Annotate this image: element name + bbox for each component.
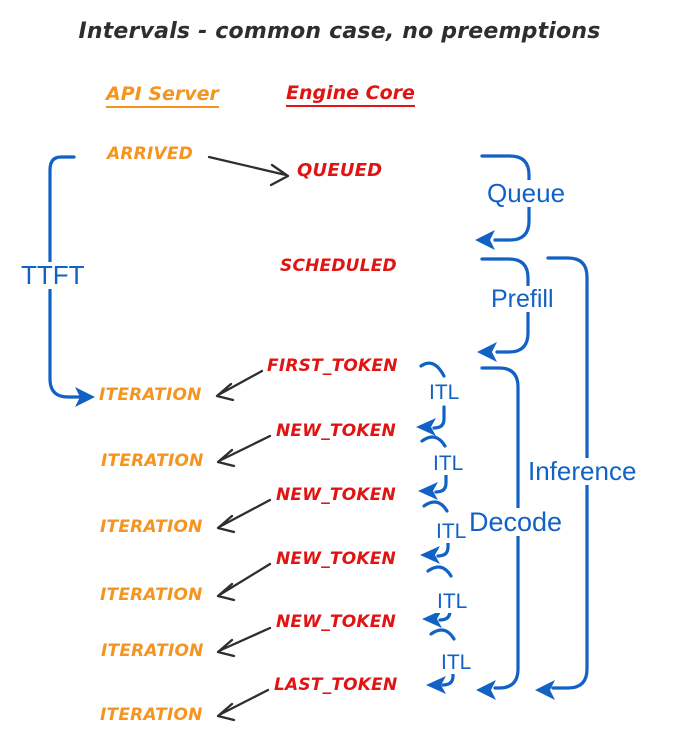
arrow-new-token-2-to-iteration <box>216 498 272 534</box>
itl-1-arrowhead-icon <box>416 418 436 436</box>
event-new-token-1: NEW_TOKEN <box>276 421 396 441</box>
itl-5-arrowhead-icon <box>426 676 446 694</box>
itl-2-arrowhead-icon <box>418 482 438 500</box>
column-header-api-server: API Server <box>106 84 219 108</box>
column-header-engine-core: Engine Core <box>286 83 415 107</box>
event-scheduled: SCHEDULED <box>280 256 397 276</box>
event-new-token-3: NEW_TOKEN <box>276 549 396 569</box>
event-new-token-4: NEW_TOKEN <box>276 612 396 632</box>
interval-label-prefill: Prefill <box>488 286 557 312</box>
event-iteration-5: ITERATION <box>101 641 204 661</box>
prefill-arrowhead-icon <box>477 342 497 362</box>
event-iteration-6: ITERATION <box>100 705 203 725</box>
event-first-token: FIRST_TOKEN <box>267 356 398 376</box>
event-iteration-1: ITERATION <box>99 385 202 405</box>
event-last-token: LAST_TOKEN <box>274 675 398 695</box>
arrow-new-token-3-to-iteration <box>216 562 272 602</box>
itl-2-hook-line <box>434 469 448 494</box>
itl-1-hook-line <box>432 405 446 430</box>
event-queued: QUEUED <box>297 160 383 181</box>
itl-3-arrowhead-icon <box>420 546 440 564</box>
arrow-arrived-to-queued <box>207 155 290 187</box>
ttft-arrowhead-icon <box>75 387 95 407</box>
arrow-last-token-to-iteration <box>216 688 270 722</box>
arrow-first-token-to-iteration <box>215 369 264 402</box>
event-arrived: ARRIVED <box>107 144 193 164</box>
event-iteration-2: ITERATION <box>101 451 204 471</box>
interval-label-decode: Decode <box>466 508 566 536</box>
arrow-new-token-1-to-iteration <box>216 434 272 468</box>
event-new-token-2: NEW_TOKEN <box>276 485 396 505</box>
event-iteration-4: ITERATION <box>100 585 203 605</box>
itl-4-open-curve <box>426 565 453 578</box>
queue-arrowhead-icon <box>475 230 495 250</box>
itl-1-open-curve <box>419 361 446 378</box>
interval-label-itl-2: ITL <box>430 452 467 476</box>
itl-3-hook-line <box>436 533 450 558</box>
interval-label-itl-3: ITL <box>433 520 470 544</box>
interval-label-itl-1: ITL <box>426 381 463 405</box>
arrow-new-token-4-to-iteration <box>216 626 272 658</box>
interval-label-itl-5: ITL <box>438 651 475 675</box>
itl-5-hook-line <box>441 660 455 687</box>
interval-label-queue: Queue <box>484 179 569 208</box>
interval-label-inference: Inference <box>525 457 640 486</box>
itl-5-open-curve <box>429 628 456 641</box>
itl-3-open-curve <box>422 500 449 513</box>
interval-label-ttft: TTFT <box>18 261 88 290</box>
event-iteration-3: ITERATION <box>100 517 203 537</box>
decode-arrowhead-icon <box>476 680 496 700</box>
inference-arrowhead-icon <box>535 680 555 700</box>
interval-label-itl-4: ITL <box>434 590 471 614</box>
diagram-title: Intervals - common case, no preemptions <box>78 19 601 44</box>
itl-4-arrowhead-icon <box>422 610 442 628</box>
itl-2-open-curve <box>420 435 447 448</box>
